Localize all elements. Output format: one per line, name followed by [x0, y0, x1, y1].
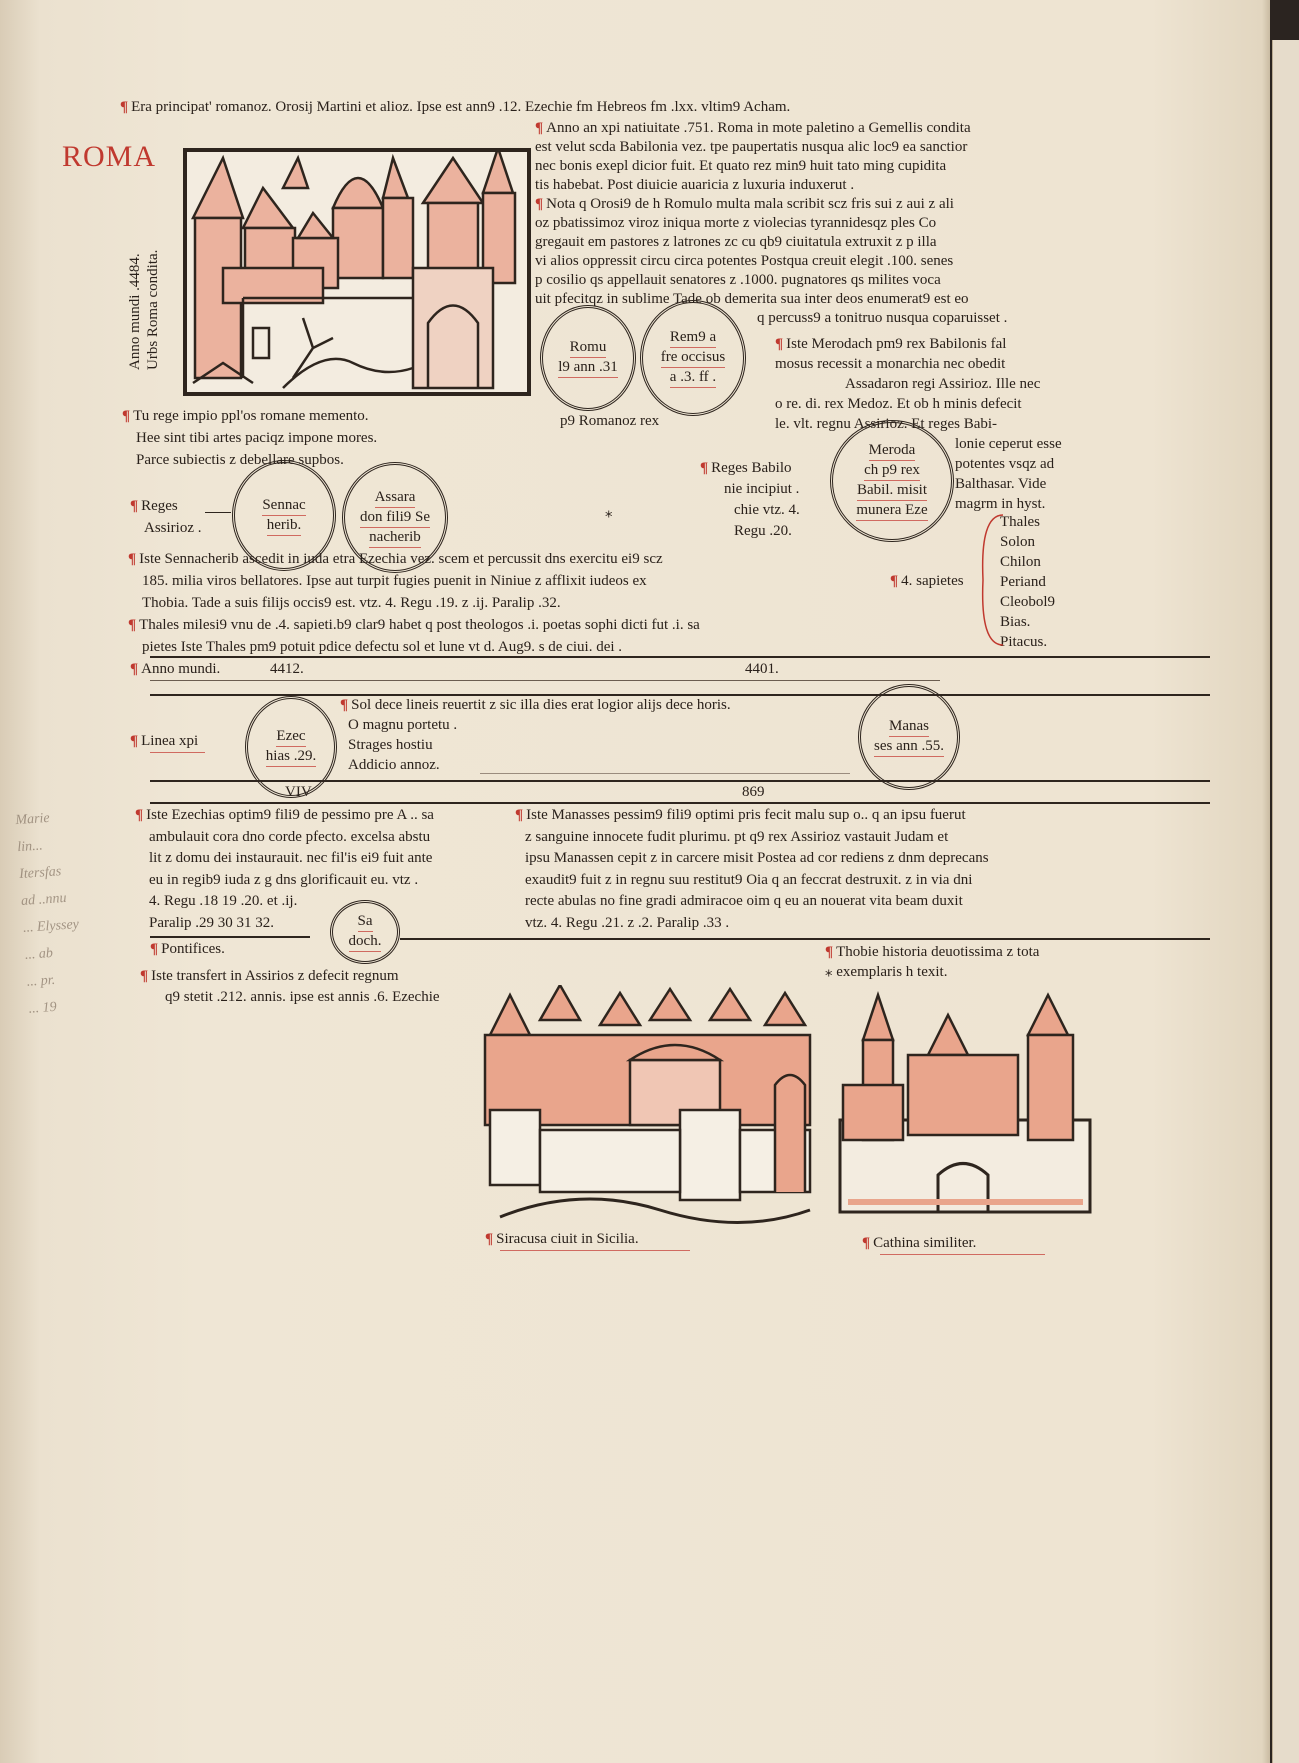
text-line: nec bonis exepl dicior fuit. Et quato re…: [535, 158, 947, 174]
ezechias-text: ¶Iste Ezechias optim9 fili9 de pessimo p…: [135, 807, 434, 931]
list-item: Cleobol9: [1000, 594, 1055, 610]
roma-woodcut: [183, 148, 531, 396]
reges-assirioz-label: ¶Reges Assirioz .: [130, 498, 202, 536]
pontifices-label: ¶Pontifices.: [150, 941, 225, 957]
anno-mundi-right-value: 4401.: [745, 661, 779, 677]
header-text: Era principat' romanoz. Orosij Martini e…: [131, 99, 791, 115]
numeral-right: 869: [742, 784, 765, 800]
merodach-text: ¶Iste Merodach pm9 rex Babilonis fal mos…: [775, 336, 1062, 512]
roma-title: ROMA: [62, 140, 157, 173]
list-item: Bias.: [1000, 614, 1031, 630]
sennacherib-text: ¶Iste Sennacherib ascedit in iuda etra E…: [128, 551, 700, 655]
urbs-roma-caption: Urbs Roma condita.: [145, 249, 161, 370]
transfert-text: ¶Iste transfert in Assirios z defecit re…: [140, 968, 440, 1005]
roma-text: ¶Anno an xpi natiuitate .751. Roma in mo…: [535, 120, 1008, 326]
primus-rex-caption: p9 Romanoz rex: [560, 413, 660, 429]
header-line: ¶Era principat' romanoz. Orosij Martini …: [120, 96, 790, 118]
numeral-left: VIV: [285, 784, 312, 800]
cross-mark-icon: ⁎: [825, 964, 837, 980]
anno-mundi-label: ¶Anno mundi.: [130, 661, 221, 677]
cathina-caption: ¶Cathina similiter.: [862, 1235, 977, 1251]
list-item: Periand: [1000, 574, 1046, 590]
text-line: q percuss9 a tonitruo nusqua coparuisset…: [757, 310, 1008, 326]
pilcrow-icon: ¶: [120, 99, 129, 115]
text-line: gregauit em pastores z latrones zc cu qb…: [535, 234, 937, 250]
sapientes-label: ¶4. sapietes: [890, 573, 964, 589]
anno-mundi-caption: Anno mundi .4484.: [127, 253, 143, 370]
roma-side-caption: Anno mundi .4484. Urbs Roma condita.: [126, 250, 162, 370]
text-line: tis habebat. Post diuicie auaricia z lux…: [535, 177, 855, 193]
reges-babilonie-label: ¶Reges Babilo nie incipiut . chie vtz. 4…: [700, 460, 800, 539]
sol-text: ¶Sol dece lineis reuertit z sic illa die…: [340, 697, 731, 773]
text-line: vi alios oppressit circu circa potentes …: [535, 253, 954, 269]
text-line: uit pfecitqz in sublime Tade ob demerita…: [535, 291, 969, 307]
text-line: est velut scda Babilonia vez. tpe pauper…: [535, 139, 968, 155]
linea-xpi-label: ¶Linea xpi: [130, 733, 199, 749]
list-item: Thales: [1000, 514, 1040, 530]
list-item: Chilon: [1000, 554, 1041, 570]
siracusa-caption: ¶Siracusa ciuit in Sicilia.: [485, 1231, 639, 1247]
text-line: Nota q Orosi9 de h Romulo multa mala scr…: [546, 196, 954, 212]
cross-mark-icon: ⁎: [605, 505, 613, 521]
sapientes-bracket: [981, 514, 1004, 646]
next-page-edge: [1272, 40, 1299, 1763]
text-line: oz pbatissimoz viroz iniqua morte z viol…: [535, 215, 937, 231]
thobie-note: ¶Thobie historia deuotissima z tota ⁎ ex…: [825, 944, 1040, 980]
siracusa-woodcut: [483, 985, 812, 1224]
manasses-text: ¶Iste Manasses pessim9 fili9 optimi pris…: [515, 807, 989, 931]
cathina-woodcut: [838, 991, 1092, 1214]
list-item: Pitacus.: [1000, 634, 1048, 650]
list-item: Solon: [1000, 534, 1036, 550]
sapientes-list: Thales Solon Chilon Periand Cleobol9 Bia…: [1000, 512, 1055, 652]
text-line: Anno an xpi natiuitate .751. Roma in mot…: [546, 120, 971, 136]
virgil-verse: ¶Tu rege impio ppl'os romane memento. He…: [122, 408, 378, 468]
text-line: p cosilio qs appellauit senatores z .100…: [535, 272, 941, 288]
anno-mundi-left-value: 4412.: [270, 661, 304, 677]
